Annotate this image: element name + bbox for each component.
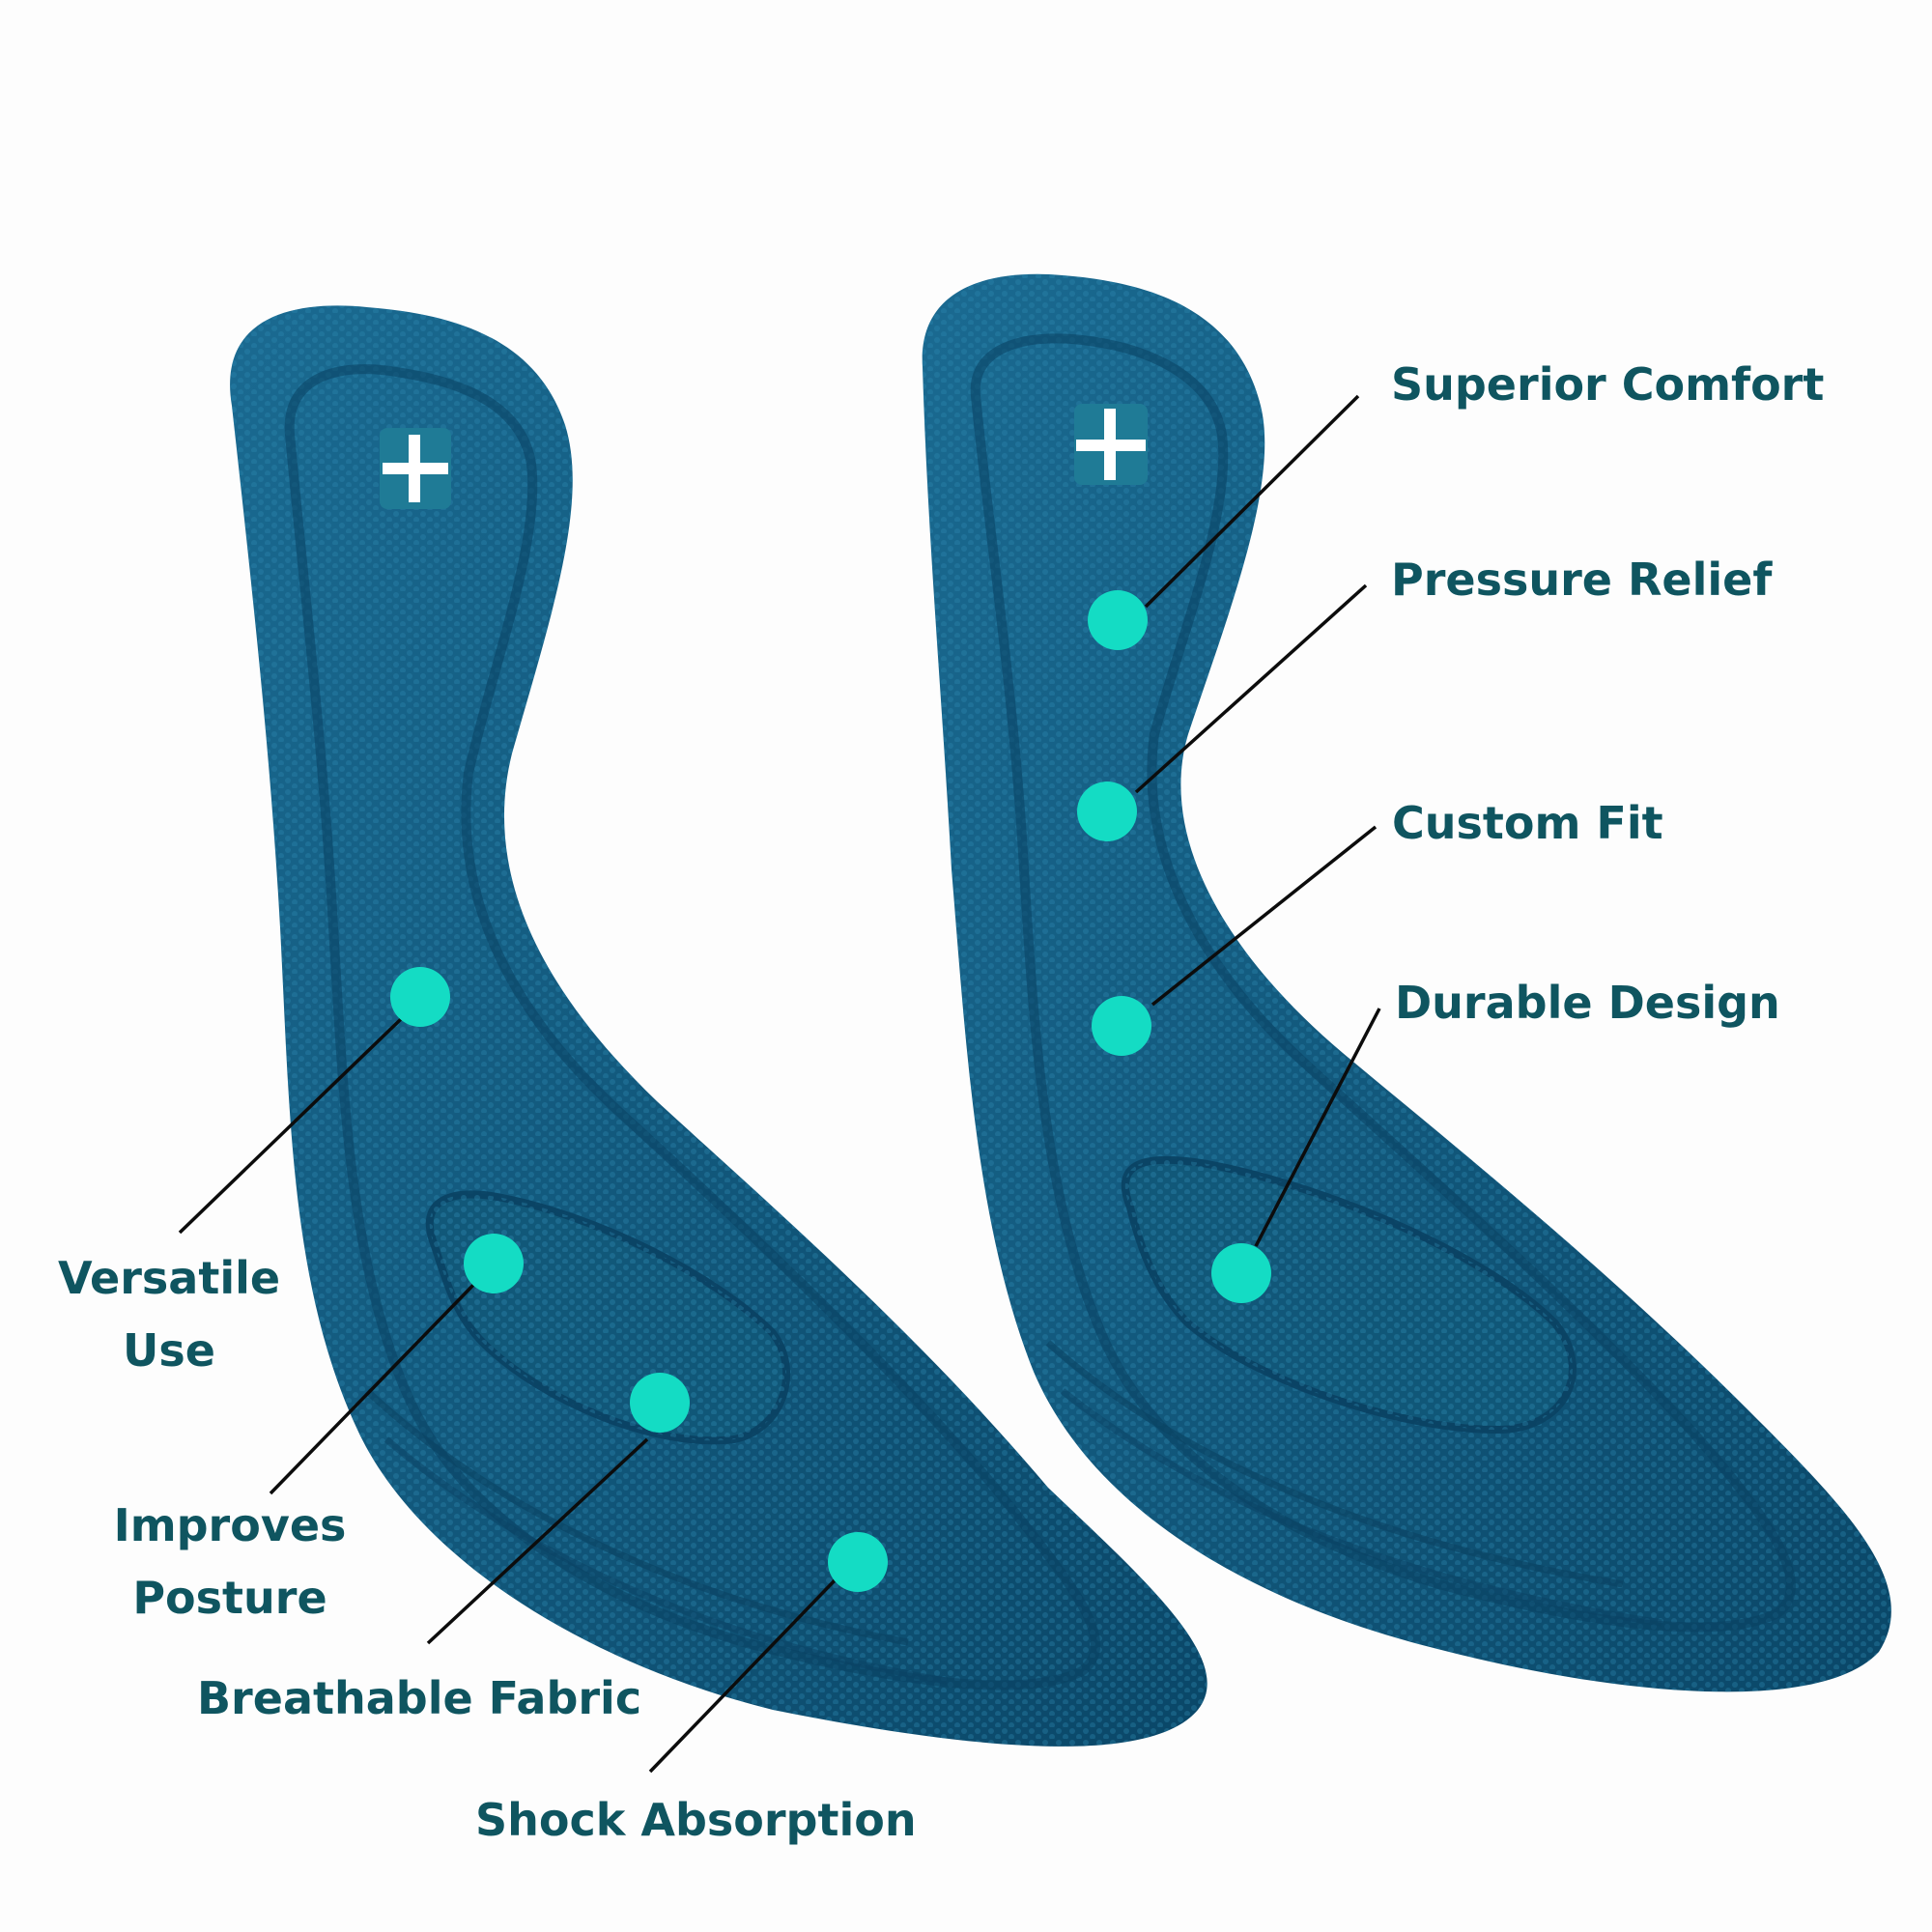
label-superior-comfort-text: Superior Comfort: [1391, 358, 1825, 411]
leader-versatile-use: [178, 1017, 403, 1235]
label-custom-fit: Custom Fit: [1392, 801, 1663, 845]
leader-lines: [178, 394, 1381, 1774]
label-breathable-fabric: Breathable Fabric: [197, 1676, 641, 1720]
dot-versatile-use: [390, 967, 450, 1027]
dot-shock-absorption: [828, 1532, 888, 1592]
dot-breathable-fabric: [630, 1373, 690, 1433]
insole-left: [230, 305, 1208, 1747]
insole-right: [922, 273, 1891, 1692]
insole-left-inner-ridge: [284, 364, 1101, 1690]
label-shock-absorption: Shock Absorption: [475, 1798, 917, 1842]
leader-durable-design: [1254, 1008, 1381, 1247]
leader-custom-fit: [1151, 825, 1378, 1007]
label-improves-posture: Improves Posture: [104, 1503, 355, 1620]
dot-superior-comfort: [1088, 590, 1148, 650]
label-versatile-use: Versatile Use: [53, 1256, 285, 1373]
label-improves-posture-line2: Posture: [132, 1572, 327, 1624]
dot-custom-fit: [1092, 996, 1151, 1056]
label-pressure-relief-text: Pressure Relief: [1391, 554, 1773, 606]
dot-durable-design: [1211, 1243, 1271, 1303]
leader-superior-comfort: [1144, 394, 1360, 609]
insole-right-inner-ridge: [970, 333, 1797, 1633]
plus-icon: [1074, 404, 1148, 485]
leader-shock-absorption: [648, 1577, 838, 1774]
label-durable-design: Durable Design: [1395, 980, 1780, 1025]
dot-improves-posture: [464, 1234, 524, 1293]
label-breathable-fabric-text: Breathable Fabric: [197, 1672, 642, 1724]
feature-dots: [390, 590, 1271, 1592]
dot-pressure-relief: [1077, 781, 1137, 841]
leader-breathable-fabric: [426, 1437, 649, 1645]
label-superior-comfort: Superior Comfort: [1391, 362, 1824, 407]
plus-icon: [380, 428, 451, 509]
label-improves-posture-line1: Improves: [113, 1499, 347, 1551]
leader-pressure-relief: [1134, 583, 1368, 794]
leader-improves-posture: [269, 1278, 480, 1495]
label-versatile-use-line1: Versatile: [57, 1252, 281, 1304]
label-versatile-use-line2: Use: [123, 1324, 215, 1377]
label-custom-fit-text: Custom Fit: [1392, 797, 1663, 849]
label-pressure-relief: Pressure Relief: [1391, 557, 1772, 602]
label-shock-absorption-text: Shock Absorption: [475, 1794, 917, 1846]
label-durable-design-text: Durable Design: [1395, 977, 1780, 1029]
